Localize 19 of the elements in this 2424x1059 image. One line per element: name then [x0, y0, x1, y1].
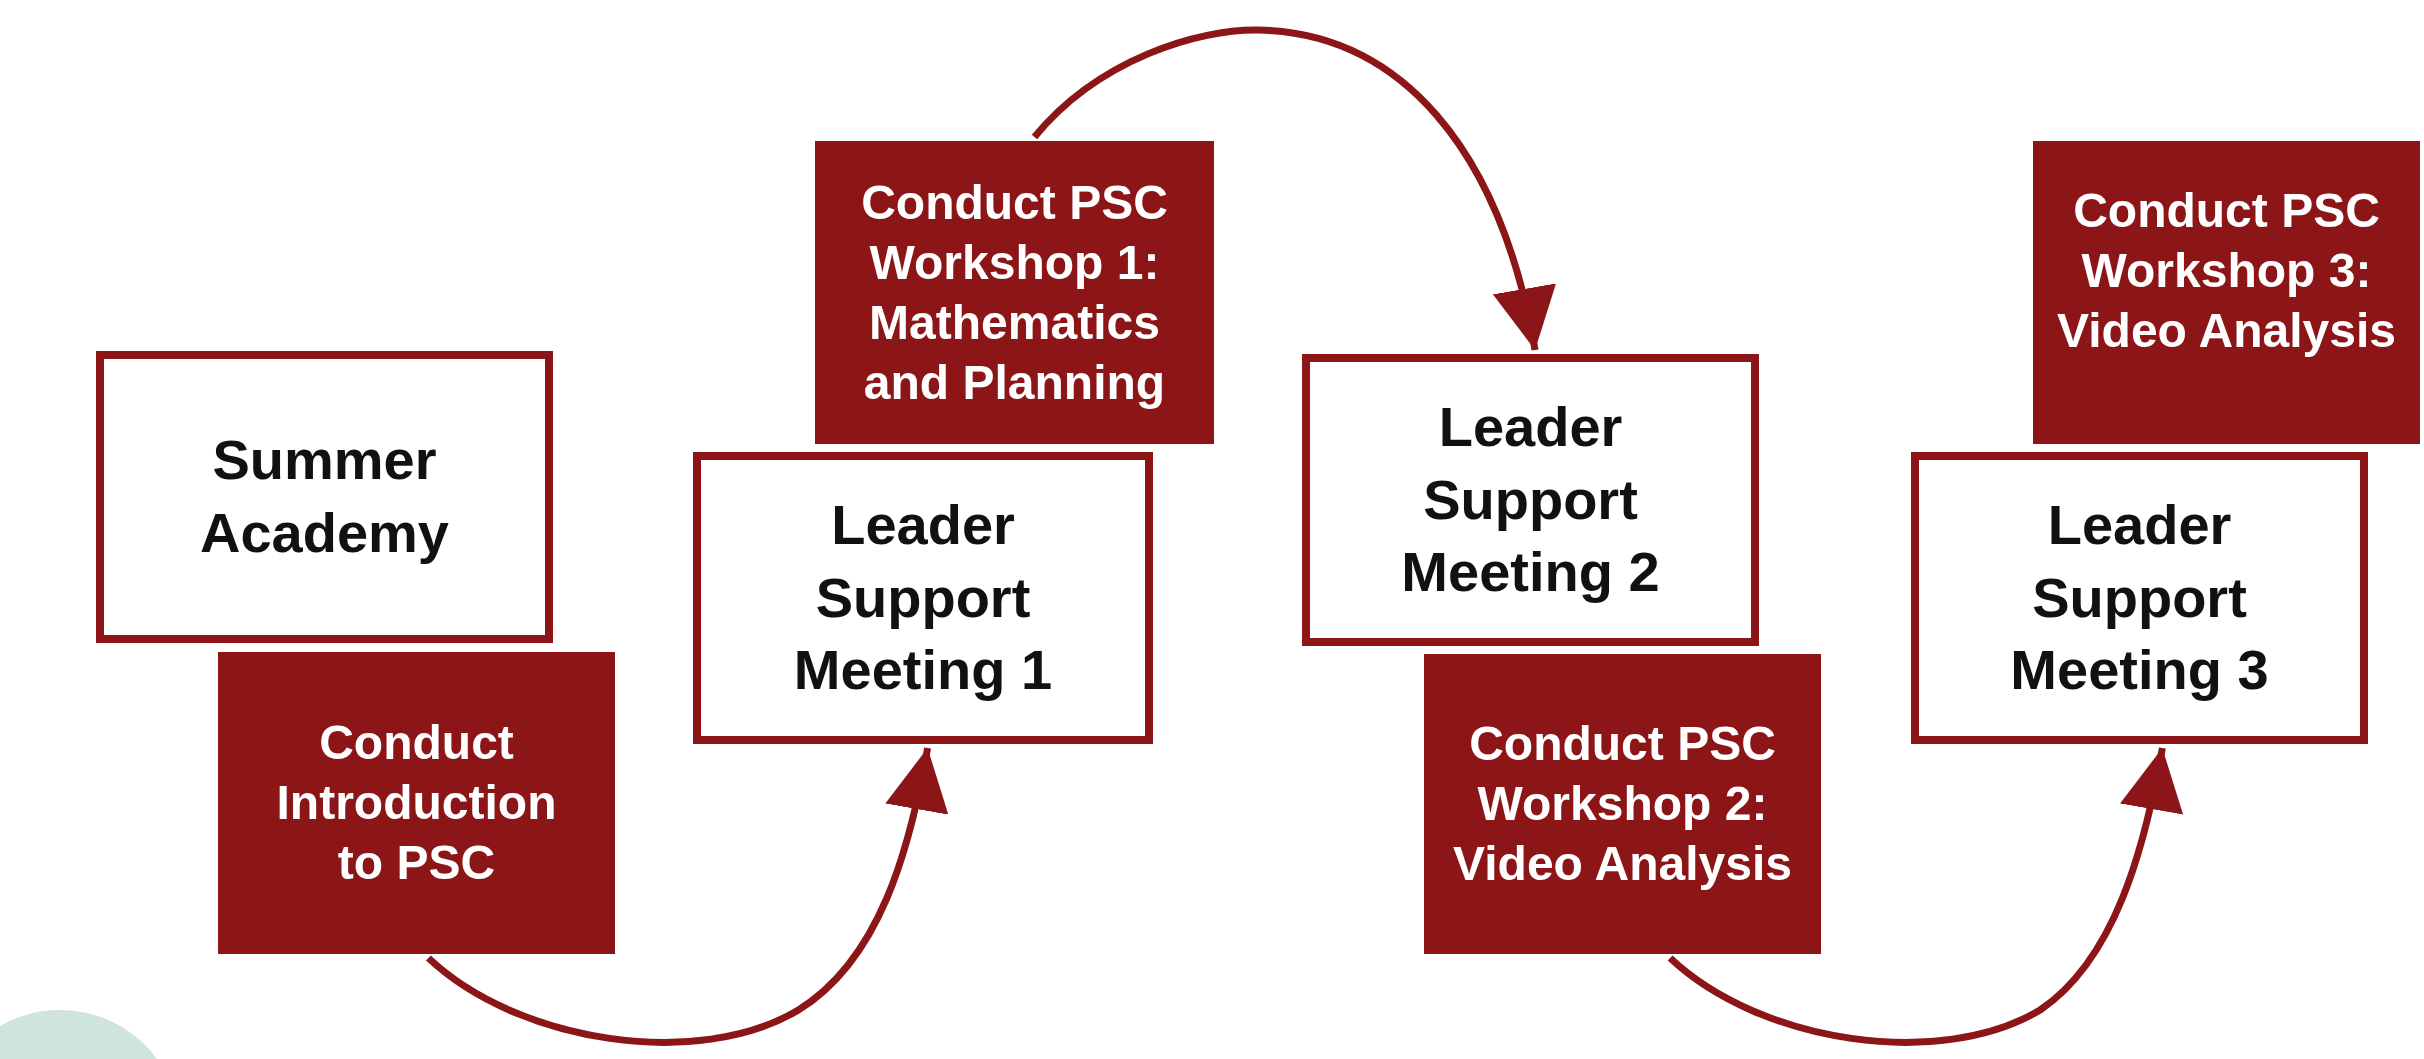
step-box: [1424, 654, 1821, 954]
step-box: [218, 652, 615, 954]
box-label: Conduct PSC Workshop 3: Video Analysis: [2056, 183, 2397, 359]
curved-arrow: [426, 747, 948, 1046]
box-label: Leader Support Meeting 2: [1400, 393, 1661, 606]
box-label: Leader Support Meeting 1: [792, 491, 1054, 704]
step-box: [2033, 141, 2420, 444]
meeting-box: [693, 452, 1153, 744]
box-label: Conduct Introduction to PSC: [275, 715, 558, 891]
box-label: Conduct PSC Workshop 1: Mathematics and Planning: [860, 174, 1169, 411]
curved-arrow: [1667, 747, 2183, 1046]
meeting-box: [1911, 452, 2368, 744]
box-label: Summer Academy: [199, 427, 450, 566]
curved-arrow: [1031, 26, 1554, 351]
box-label: Conduct PSC Workshop 2: Video Analysis: [1452, 716, 1793, 892]
meeting-box: [1302, 354, 1759, 646]
step-box: [815, 141, 1214, 444]
box-label: Leader Support Meeting 3: [2009, 491, 2270, 704]
meeting-box: [96, 351, 553, 643]
